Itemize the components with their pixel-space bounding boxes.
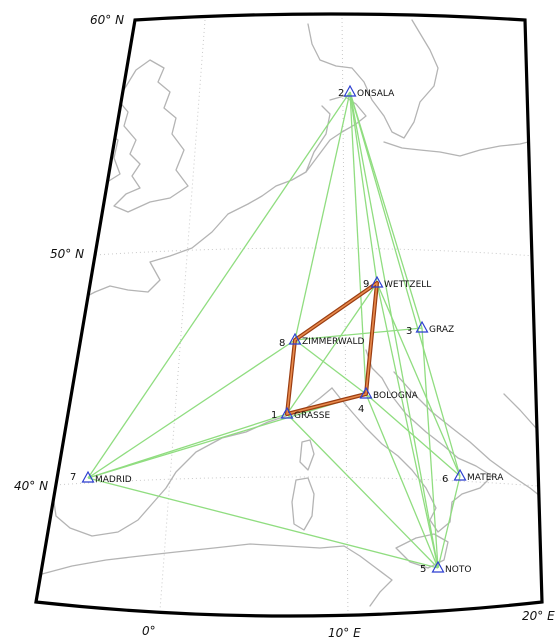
station-number: 5	[420, 564, 426, 575]
baseline-grasse-wettzell	[286, 282, 378, 415]
station-zimmerwald[interactable]: 8 ZIMMERWALD	[279, 332, 365, 349]
coast-italy	[331, 349, 493, 533]
station-label: ONSALA	[357, 89, 395, 99]
station-number: 7	[70, 472, 76, 483]
graticule-labels: 60° N 50° N 40° N 0° 10° E 20° E	[14, 13, 555, 640]
station-marker-icon	[370, 275, 384, 288]
station-label: GRASSE	[294, 411, 330, 421]
parallel-50n	[79, 247, 536, 257]
station-number: 3	[406, 326, 412, 337]
station-label: ZIMMERWALD	[302, 337, 365, 347]
station-graz[interactable]: 3 GRAZ	[406, 320, 454, 337]
label-lat-50n: 50° N	[50, 247, 84, 261]
station-number: 1	[271, 410, 277, 421]
coastlines	[39, 19, 542, 607]
map-frame	[34, 12, 544, 618]
parallel-40n	[39, 476, 539, 487]
station-bologna[interactable]: 4 BOLOGNA	[358, 386, 419, 415]
coast-scandinavia	[307, 19, 439, 139]
highlighted-network	[285, 281, 379, 416]
station-marker-icon	[453, 468, 467, 481]
station-wettzell[interactable]: 9 WETTZELL	[363, 275, 431, 290]
baseline-onsala-matera	[349, 91, 461, 477]
baseline-graz-noto	[421, 327, 439, 569]
coast-adriatic-east	[393, 371, 542, 501]
baseline-madrid-zimmerwald	[87, 339, 296, 479]
baseline-matera-noto	[437, 475, 461, 569]
station-label: WETTZELL	[384, 280, 431, 290]
coast-north-africa	[41, 543, 393, 607]
station-number: 9	[363, 279, 369, 290]
station-matera[interactable]: 6 MATERA	[442, 468, 504, 485]
station-grasse[interactable]: 1 GRASSE	[271, 406, 330, 421]
highlighted-polygon-inner	[286, 282, 378, 415]
station-label: NOTO	[445, 565, 471, 575]
baseline-bologna-noto	[365, 393, 439, 569]
baseline-onsala-wettzell	[349, 91, 378, 284]
baseline-zimmerwald-graz	[294, 327, 423, 341]
station-number: 8	[279, 338, 285, 349]
graticule	[39, 14, 539, 616]
station-label: MATERA	[467, 473, 504, 483]
baseline-onsala-bologna	[349, 91, 367, 395]
coast-corsica	[299, 439, 315, 471]
station-marker-icon	[288, 332, 302, 345]
station-number: 6	[442, 474, 448, 485]
station-marker-icon	[415, 320, 429, 333]
station-marker-icon	[343, 84, 357, 97]
coast-balkans	[503, 393, 542, 445]
station-marker-icon	[280, 406, 294, 419]
station-noto[interactable]: 5 NOTO	[420, 560, 471, 575]
coast-sicily	[395, 533, 449, 569]
baseline-bologna-matera	[365, 393, 461, 477]
baseline-wettzell-matera	[376, 282, 461, 477]
label-lat-60n: 60° N	[90, 13, 124, 27]
baseline-zimmerwald-bologna	[294, 339, 367, 395]
station-onsala[interactable]: 2 ONSALA	[338, 84, 395, 99]
station-number: 2	[338, 88, 344, 99]
stations: 1 GRASSE 2 ONSALA 3 GRAZ 4 BOLOGNA 5 NOTO 6 MATERA 7…	[70, 84, 504, 575]
coast-denmark	[305, 95, 367, 173]
coast-continent-west	[94, 105, 331, 293]
baseline-grasse-noto	[286, 413, 439, 569]
baseline-wettzell-noto	[376, 282, 439, 569]
baseline-madrid-bologna	[87, 393, 367, 479]
label-lat-40n: 40° N	[14, 479, 48, 493]
baseline-onsala-zimmerwald	[294, 91, 351, 341]
station-marker-icon	[359, 386, 373, 399]
coast-baltic	[383, 139, 537, 157]
label-lon-0: 0°	[142, 624, 156, 638]
station-marker-icon	[81, 470, 95, 483]
station-label: GRAZ	[429, 325, 454, 335]
station-label: MADRID	[95, 475, 132, 485]
coast-britain	[113, 59, 189, 213]
label-lon-10e: 10° E	[328, 626, 361, 640]
station-marker-icon	[431, 560, 445, 573]
baseline-onsala-madrid	[87, 91, 351, 479]
station-number: 4	[358, 404, 364, 415]
label-lon-20e: 20° E	[522, 609, 555, 623]
coast-sardinia	[291, 477, 315, 531]
station-madrid[interactable]: 7 MADRID	[70, 470, 132, 485]
baseline-onsala-graz	[349, 91, 423, 329]
baselines	[87, 91, 461, 569]
station-label: BOLOGNA	[373, 391, 419, 401]
baseline-madrid-noto	[87, 477, 439, 569]
